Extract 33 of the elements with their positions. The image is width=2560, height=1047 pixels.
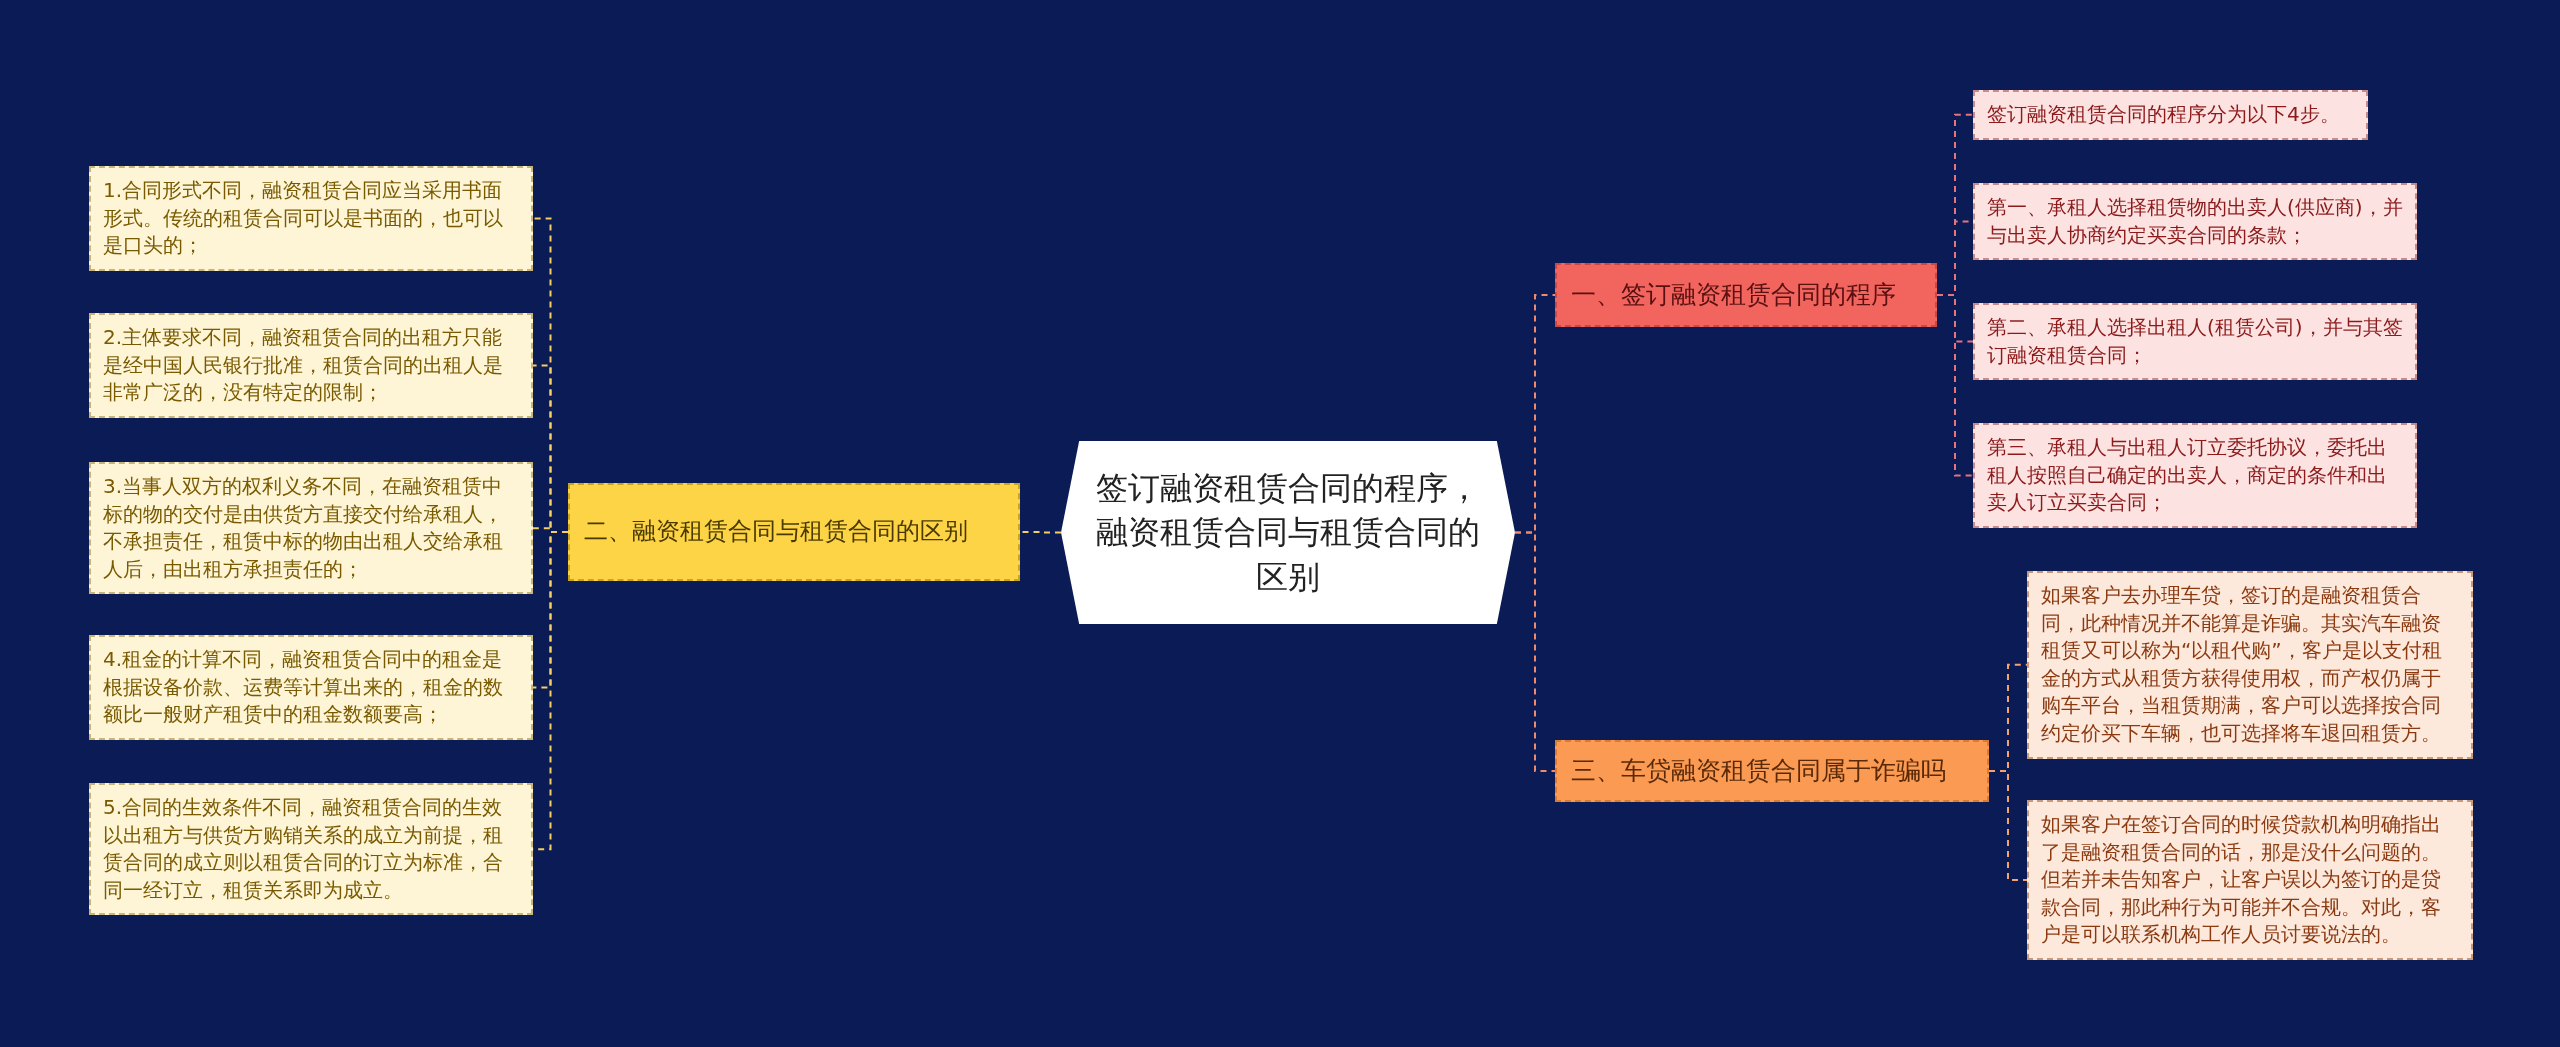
note-box — [1973, 303, 2417, 381]
node-text: 4.租金的计算不同，融资租赁合同中的租金是根据设备价款、运费等计算出来的，租金的数额比一般财产租赁中的租金数额要高； — [103, 646, 504, 729]
note-box — [89, 166, 533, 271]
branch-box — [1555, 740, 1989, 802]
connector — [1988, 770, 2028, 881]
connector — [1514, 531, 1556, 772]
note-box — [89, 462, 533, 595]
branch-box — [568, 483, 1020, 581]
node-text: 如果客户在签订合同的时候贷款机构明确指出了是融资租赁合同的话，那是没什么问题的。但若并未告知客户，让客户误以为签订的是贷款合同，那此种行为可能并不合规。对此，客户是可以联系机构工作人员讨要说法的。 — [2041, 811, 2442, 949]
node-text: 第三、承租人与出租人订立委托协议，委托出租人按照自己确定的出卖人，商定的条件和出卖人订立买卖合同； — [1987, 434, 2388, 517]
node-text: 签订融资租赁合同的程序，融资租赁合同与租赁合同的区别 — [1095, 468, 1481, 598]
node-text: 二、融资租赁合同与租赁合同的区别 — [584, 516, 968, 548]
connector — [1936, 294, 1974, 477]
node-text: 5.合同的生效条件不同，融资租赁合同的生效以出租方与供货方购销关系的成立为前提，租赁合同的成立则以租赁合同的订立为标准，合同一经订立，租赁关系即为成立。 — [103, 794, 504, 904]
node-text: 三、车贷融资租赁合同属于诈骗吗 — [1571, 754, 1946, 787]
note-box — [2027, 571, 2473, 759]
node-text: 1.合同形式不同，融资租赁合同应当采用书面形式。传统的租赁合同可以是书面的，也可以是口头的； — [103, 177, 504, 260]
topic-hexagon — [1061, 441, 1515, 624]
note-box — [2027, 800, 2473, 960]
note-box — [89, 783, 533, 916]
note-box — [89, 313, 533, 418]
note-box — [1973, 90, 2368, 140]
note-box — [89, 635, 533, 740]
note-box — [1973, 423, 2417, 528]
node-text: 第一、承租人选择租赁物的出卖人(供应商)，并与出卖人协商约定买卖合同的条款； — [1987, 194, 2403, 249]
note-box — [1973, 183, 2417, 261]
node-text: 第二、承租人选择出租人(租赁公司)，并与其签订融资租赁合同； — [1987, 314, 2403, 369]
node-text: 一、签订融资租赁合同的程序 — [1571, 278, 1896, 311]
branch-box — [1555, 263, 1937, 327]
node-text: 3.当事人双方的权利义务不同，在融资租赁中标的物的交付是由供货方直接交付给承租人，不承担责任，租赁中标的物由出租人交给承租人后，由出租方承担责任的； — [103, 473, 504, 583]
node-text: 如果客户去办理车贷，签订的是融资租赁合同，此种情况并不能算是诈骗。其实汽车融资租赁又可以称为“以租代购”，客户是以支付租金的方式从租赁方获得使用权，而产权仍属于购车平台，当租赁期满，客户可以选择按合同约定价买下车辆，也可选择将车退回租赁方。 — [2041, 582, 2443, 747]
node-text: 2.主体要求不同，融资租赁合同的出租方只能是经中国人民银行批准，租赁合同的出租人是非常广泛的，没有特定的限制； — [103, 324, 504, 407]
node-text: 签订融资租赁合同的程序分为以下4步。 — [1987, 101, 2340, 128]
